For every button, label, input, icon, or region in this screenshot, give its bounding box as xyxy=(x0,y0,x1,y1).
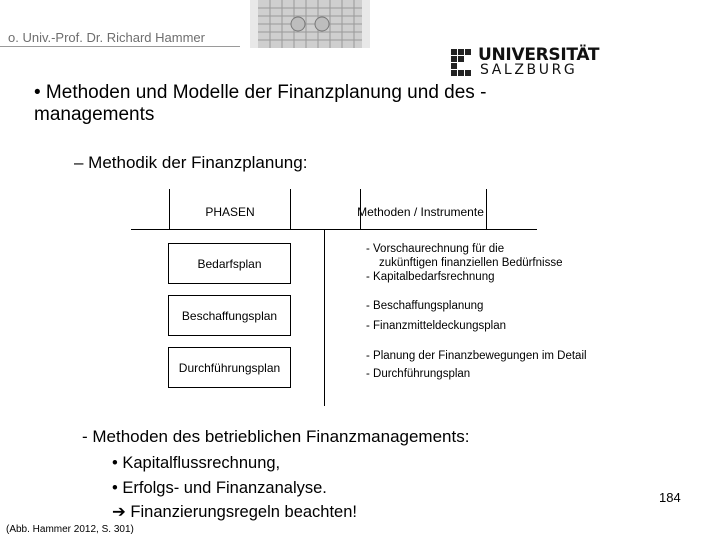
methods-list-bedarf: - Vorschaurechnung für die zukünftigen f… xyxy=(366,242,562,284)
phases-header-label: PHASEN xyxy=(205,205,255,219)
diagram-center-line xyxy=(324,229,325,406)
phase-label: Bedarfsplan xyxy=(197,256,262,271)
method-item: zukünftigen finanziellen Bedürfnisse xyxy=(379,257,563,269)
phase-label: Durchführungsplan xyxy=(178,360,281,375)
phase-box-bedarfsplan: Bedarfsplan xyxy=(168,243,291,284)
bullet-list: • Kapitalflussrechnung, • Erfolgs- und F… xyxy=(112,451,357,525)
logo-mark-icon xyxy=(451,49,471,76)
arrow-item: ➔ Finanzierungsregeln beachten! xyxy=(112,500,357,525)
section-heading: - Methoden des betrieblichen Finanzmanag… xyxy=(82,427,470,446)
method-item: - Kapitalbedarfsrechnung xyxy=(366,271,495,283)
arrow-item-text: Finanzierungsregeln beachten! xyxy=(130,503,357,521)
slide-subtitle: – Methodik der Finanzplanung: xyxy=(74,153,308,172)
arrow-right-icon: ➔ xyxy=(112,503,126,521)
method-item: - Planung der Finanzbewegungen im Detail xyxy=(366,350,587,362)
phase-box-beschaffungsplan: Beschaffungsplan xyxy=(168,295,291,336)
methods-header-label: Methoden / Instrumente xyxy=(357,205,484,219)
bullet-item: • Erfolgs- und Finanzanalyse. xyxy=(112,478,327,497)
logo-text-salzburg: SALZBURG xyxy=(480,62,578,78)
author-name: o. Univ.-Prof. Dr. Richard Hammer xyxy=(8,30,205,45)
diagram-divider xyxy=(131,229,537,230)
phase-label: Beschaffungsplan xyxy=(181,308,278,323)
method-item: - Vorschaurechnung für die xyxy=(366,243,505,255)
building-image xyxy=(250,0,370,48)
header-divider xyxy=(0,46,240,47)
phases-header-box: PHASEN xyxy=(169,189,291,229)
methods-list-beschaffung: - Beschaffungsplanung - Finanzmitteldeck… xyxy=(366,296,506,336)
phase-box-durchfuehrungsplan: Durchführungsplan xyxy=(168,347,291,388)
logo-text-universitaet: UNIVERSITÄT xyxy=(478,45,600,65)
method-item: - Durchführungsplan xyxy=(366,368,471,380)
figure-caption: (Abb. Hammer 2012, S. 301) xyxy=(6,524,134,535)
method-item: - Finanzmitteldeckungsplan xyxy=(366,320,506,332)
methods-header-box: Methoden / Instrumente xyxy=(357,189,487,229)
slide-title: • Methoden und Modelle der Finanzplanung… xyxy=(34,82,487,125)
page-number: 184 xyxy=(659,490,681,505)
bullet-item: • Kapitalflussrechnung, xyxy=(112,454,281,472)
method-item: - Beschaffungsplanung xyxy=(366,300,484,312)
university-logo: UNIVERSITÄT SALZBURG xyxy=(450,45,600,81)
methods-list-durchfuehrung: - Planung der Finanzbewegungen im Detail… xyxy=(366,347,587,383)
